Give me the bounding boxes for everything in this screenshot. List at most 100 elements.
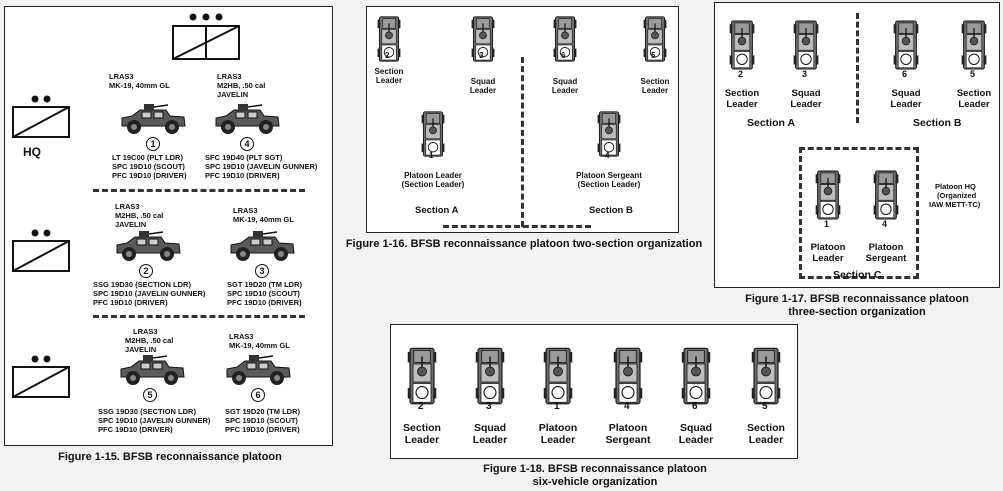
vehicle-5-crew-1: SSG 19D30 (SECTION LDR) (98, 407, 196, 416)
section-unit-symbol-icon (11, 229, 71, 273)
fig17-v1-line2: Leader (812, 253, 844, 264)
humvee-side-icon (118, 104, 188, 136)
humvee-side-icon (223, 355, 293, 387)
fig16-v1-line1: Platoon Leader (404, 171, 462, 180)
vehicle-4-crew-3: PFC 19D10 (DRIVER) (205, 171, 280, 180)
vehicle-3-header-2: MK-19, 40mm GL (233, 215, 294, 224)
fig17-v6-line2: Leader (890, 99, 922, 110)
vehicle-6-header-2: MK-19, 40mm GL (229, 341, 290, 350)
vehicle-1-crew-1: LT 19C00 (PLT LDR) (112, 153, 183, 162)
fig18-v2-number: 2 (418, 401, 424, 412)
fig17-v2-line2: Leader (726, 99, 758, 110)
fig17-v2-line1: Section (724, 88, 760, 99)
section-unit-symbol-icon (11, 355, 71, 399)
fig18-v5-line1: Section (747, 422, 785, 434)
fig17-hq-note-2: (Organized (937, 191, 977, 200)
fig18-v6-line1: Squad (679, 422, 713, 434)
fig16-v5-line1: Section (640, 77, 670, 86)
divider-2 (93, 315, 305, 318)
humvee-side-icon (227, 231, 297, 263)
figure-1-18-panel: 2 Section Leader 3 Squad Leader 1 Platoo… (390, 324, 798, 459)
fig18-v1-number: 1 (554, 401, 560, 412)
fig17-v4-number: 4 (882, 219, 888, 229)
fig16-section-a: Section A (415, 205, 459, 216)
figure-1-15-caption: Figure 1-15. BFSB reconnaissance platoon (58, 451, 282, 463)
fig16-v1-line2: (Section Leader) (401, 180, 465, 189)
fig18-v6-number: 6 (692, 401, 698, 412)
fig18-v2-line2: Leader (404, 434, 440, 446)
fig18-v4-line1: Platoon (608, 422, 648, 434)
vehicle-3-number: 3 (255, 264, 269, 278)
fig18-v4-line2: Sergeant (605, 434, 651, 446)
fig17-v6-number: 6 (902, 69, 908, 79)
vehicle-3-crew-2: SPC 19D10 (SCOUT) (227, 289, 300, 298)
fig16-section-b: Section B (589, 205, 633, 216)
fig16-v2-number: 2 (385, 51, 390, 60)
fig16-v3-line2: Leader (469, 86, 497, 95)
fig16-v4-number: 4 (605, 151, 610, 160)
fig17-v4-line2: Sergeant (865, 253, 907, 264)
fig16-v6-line1: Squad (552, 77, 578, 86)
vehicle-3-crew-3: PFC 19D10 (DRIVER) (227, 298, 302, 307)
vehicle-2-header-2: M2HB, .50 cal (115, 211, 164, 220)
vehicle-2-number: 2 (139, 264, 153, 278)
figure-1-18-caption-1: Figure 1-18. BFSB reconnaissance platoon (483, 463, 707, 475)
figure-1-15-panel: HQ LRAS3 MK-19, 40mm GL 1 LT 19C00 (PLT … (4, 6, 333, 446)
vehicle-6-crew-2: SPC 19D10 (SCOUT) (225, 416, 298, 425)
vehicle-2-crew-1: SSG 19D30 (SECTION LDR) (93, 280, 191, 289)
fig18-v6-line2: Leader (678, 434, 714, 446)
fig18-v1-line1: Platoon (538, 422, 578, 434)
fig16-v5-line2: Leader (641, 86, 669, 95)
vehicle-1-number: 1 (146, 137, 160, 151)
fig18-v5-line2: Leader (748, 434, 784, 446)
vehicle-5-number: 5 (143, 388, 157, 402)
fig16-v4-line2: (Section Leader) (577, 180, 641, 189)
figure-1-17-panel: 2 Section Leader 3 Squad Leader 6 Squad … (714, 2, 1000, 288)
fig18-v3-line2: Leader (472, 434, 508, 446)
vehicle-6-number: 6 (251, 388, 265, 402)
figure-1-17-caption-1: Figure 1-17. BFSB reconnaissance platoon (745, 293, 969, 305)
hq-unit-symbol-icon (11, 95, 71, 139)
vehicle-5-crew-3: PFC 19D10 (DRIVER) (98, 425, 173, 434)
fig16-v4-line1: Platoon Sergeant (576, 171, 642, 180)
divider-1 (93, 189, 305, 192)
vehicle-3-header-1: LRAS3 (233, 206, 258, 215)
vehicle-2-header-1: LRAS3 (115, 202, 140, 211)
vehicle-4-header-2: M2HB, .50 cal (217, 81, 266, 90)
fig18-v2-line1: Section (403, 422, 441, 434)
vehicle-1-crew-3: PFC 19D10 (DRIVER) (112, 171, 187, 180)
fig16-divider-vertical (521, 57, 524, 227)
fig16-v2-line2: Leader (375, 76, 403, 85)
fig16-v2-line1: Section (374, 67, 404, 76)
fig16-v6-line2: Leader (551, 86, 579, 95)
fig17-v3-number: 3 (802, 69, 808, 79)
fig17-v1-number: 1 (824, 219, 830, 229)
fig17-v3-line1: Squad (791, 88, 821, 99)
fig16-v5-number: 5 (651, 51, 656, 60)
hq-label: HQ (23, 145, 41, 159)
vehicle-5-crew-2: SPC 19D10 (JAVELIN GUNNER) (98, 416, 211, 425)
fig17-section-b: Section B (913, 117, 962, 129)
vehicle-5-header-2: M2HB, .50 cal (125, 336, 174, 345)
fig17-v5-line2: Leader (958, 99, 990, 110)
vehicle-6-crew-1: SGT 19D20 (TM LDR) (225, 407, 301, 416)
figure-1-16-caption: Figure 1-16. BFSB reconnaissance platoon… (345, 238, 703, 250)
vehicle-4-crew-1: SFC 19D40 (PLT SGT) (205, 153, 283, 162)
humvee-side-icon (212, 104, 282, 136)
figure-1-16-panel: 2 Section Leader 3 Squad Leader 6 Squad … (366, 6, 679, 233)
vehicle-5-header-1: LRAS3 (133, 327, 158, 336)
fig18-v5-number: 5 (762, 401, 768, 412)
fig18-v4-number: 4 (624, 401, 630, 412)
vehicle-2-header-3: JAVELIN (115, 220, 147, 229)
platoon-symbol-icon (171, 13, 241, 61)
fig17-hq-dashed-box (799, 147, 919, 279)
fig18-v3-line1: Squad (473, 422, 507, 434)
figure-1-17-caption-2: three-section organization (788, 306, 926, 318)
vehicle-1-header-1: LRAS3 (109, 72, 134, 81)
vehicle-2-crew-3: PFC 19D10 (DRIVER) (93, 298, 168, 307)
figure-1-18-caption-2: six-vehicle organization (532, 476, 658, 488)
fig16-v3-line1: Squad (470, 77, 496, 86)
fig16-v3-number: 3 (479, 51, 484, 60)
fig17-hq-note-3: IAW METT-TC) (929, 200, 981, 209)
fig17-v1-line1: Platoon (810, 242, 846, 253)
